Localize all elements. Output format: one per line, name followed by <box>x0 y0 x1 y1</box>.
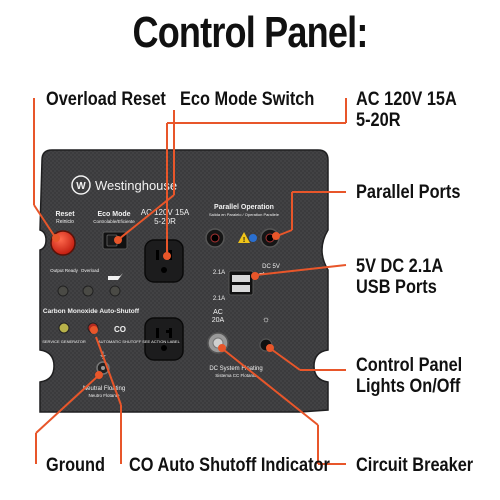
dc-floating-label: DC System Floating <box>209 366 262 372</box>
page-title: Control Panel: <box>132 8 368 57</box>
dc-floating-sublabel: Sistema CC Flotante <box>215 373 257 378</box>
brand-name: Westinghouse <box>95 178 177 193</box>
oil-icon <box>108 273 123 280</box>
callout-ground: Ground <box>46 455 106 476</box>
breaker-label-1: AC <box>213 309 223 316</box>
info-icon <box>249 234 257 242</box>
callout-co-indicator: CO Auto Shutoff Indicator <box>129 455 330 476</box>
parallel-port-left[interactable] <box>205 228 225 248</box>
light-bulb-icon: ☼ <box>262 314 270 324</box>
neutral-floating-sublabel: Neutro Flotante <box>88 393 120 398</box>
callout-ac-outlet-line1: AC 120V 15A <box>356 89 457 110</box>
ac-outlet-lower[interactable] <box>144 317 184 361</box>
callout-panel-lights-line2: Lights On/Off <box>356 376 461 397</box>
usb-top-label: 2.1A <box>213 270 225 276</box>
usb-ports[interactable] <box>228 270 254 296</box>
overload-label: Overload <box>81 268 100 273</box>
co-shutoff-label: Carbon Monoxide Auto-Shutoff <box>43 308 140 315</box>
ac-outlet-label-1: AC 120V 15A <box>141 208 190 217</box>
service-generator-label: SERVICE GENERATOR <box>42 339 86 344</box>
callout-panel-lights-line1: Control Panel <box>356 355 463 376</box>
reset-label: Reset <box>55 211 75 218</box>
ac-outlet-upper[interactable] <box>144 239 184 283</box>
neutral-floating-label: Neutral Floating <box>83 386 125 392</box>
parallel-label: Parallel Operation <box>214 204 274 211</box>
callout-ac-outlet-line2: 5-20R <box>356 110 401 131</box>
usb-bottom-label: 2.1A <box>213 296 225 302</box>
parallel-sublabel: Salida en Paralelo / Operation Parallele <box>209 212 280 217</box>
usb-dc-label: DC 5V <box>262 264 280 270</box>
eco-mode-label: Eco Mode <box>97 211 130 218</box>
breaker-label-2: 20A <box>212 317 225 324</box>
callout-usb: 5V DC 2.1A USB Ports <box>356 256 443 298</box>
callout-parallel-ports: Parallel Ports <box>356 182 461 203</box>
callout-eco-mode-switch: Eco Mode Switch <box>180 89 315 110</box>
autoshutoff-label: AUTOMATIC SHUTOFF SEE ACTION LABEL <box>98 339 181 344</box>
oil-light <box>109 285 121 297</box>
warning-icon <box>238 232 250 243</box>
output-ready-light <box>57 285 69 297</box>
overload-light <box>82 285 94 297</box>
callout-circuit-breaker: Circuit Breaker <box>356 455 474 476</box>
service-generator-light <box>58 322 70 334</box>
callout-usb-line1: 5V DC 2.1A <box>356 256 444 277</box>
callout-lines <box>33 98 347 465</box>
callout-overload-reset: Overload Reset <box>46 89 166 110</box>
ac-outlet-label-2: 5-20R <box>154 217 176 226</box>
callout-panel-lights: Control Panel Lights On/Off <box>356 355 462 397</box>
warning-exclamation: ! <box>243 237 245 244</box>
westinghouse-logo: W <box>71 175 91 195</box>
callout-usb-line2: USB Ports <box>356 277 437 298</box>
eco-mode-sublabel: Controlable/Eficiente <box>93 219 135 224</box>
callout-ac-outlet: AC 120V 15A 5-20R <box>356 89 457 131</box>
output-ready-label: Output Ready <box>50 268 79 273</box>
co-icon: CO <box>114 325 126 334</box>
reset-sublabel: Reinicio <box>56 219 74 225</box>
svg-text:W: W <box>76 181 86 192</box>
